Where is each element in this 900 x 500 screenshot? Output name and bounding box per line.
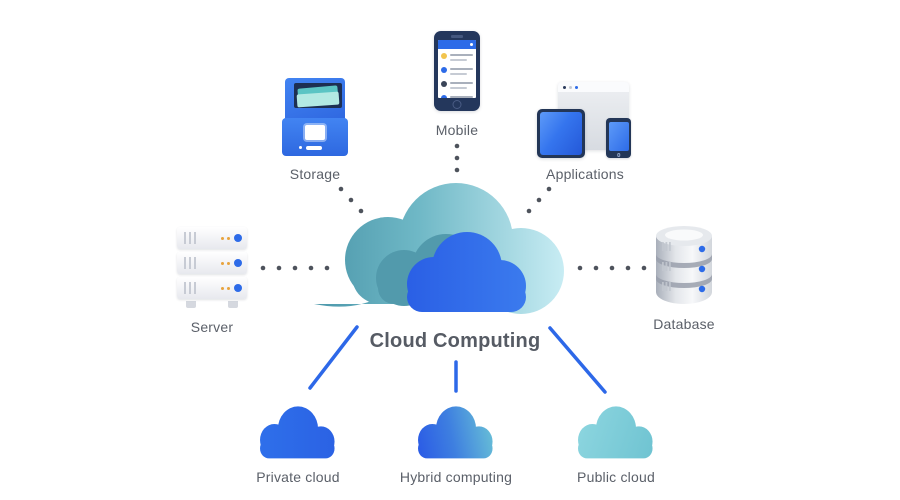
private-cloud-icon: [260, 406, 335, 459]
storage-drawer: [282, 118, 348, 156]
mobile-label: Mobile: [435, 122, 479, 138]
storage-label: Storage: [289, 166, 341, 182]
tablet-icon: [537, 109, 585, 158]
mobile-phone-icon: [434, 31, 480, 111]
node-database: Database: [639, 224, 729, 332]
node-mobile: Mobile: [411, 31, 503, 138]
node-hybrid-computing: Hybrid computing: [398, 404, 514, 485]
storage-opening: [294, 83, 342, 108]
solid-connectors: [308, 325, 607, 394]
private-cloud-label: Private cloud: [256, 469, 340, 485]
dotted-connectors: [260, 143, 647, 271]
public-cloud-label: Public cloud: [577, 469, 655, 485]
phone-screen: [438, 40, 476, 98]
smartphone-icon: [606, 118, 631, 158]
public-cloud-icon: [578, 406, 653, 459]
central-cloud-icon: [314, 183, 564, 314]
server-icon: [176, 227, 248, 308]
database-label: Database: [653, 316, 715, 332]
node-applications: Applications: [535, 76, 635, 182]
home-button: [452, 99, 462, 109]
applications-label: Applications: [546, 166, 624, 182]
node-storage: Storage: [270, 78, 360, 182]
node-private-cloud: Private cloud: [253, 404, 343, 485]
storage-icon: [282, 78, 348, 156]
node-public-cloud: Public cloud: [571, 404, 661, 485]
database-icon: [656, 226, 712, 304]
hybrid-cloud-icon: [418, 406, 493, 459]
node-server: Server: [167, 227, 257, 335]
hybrid-computing-label: Hybrid computing: [399, 469, 513, 485]
applications-icon: [537, 76, 633, 158]
diagram-title: Cloud Computing: [369, 330, 541, 352]
server-label: Server: [190, 319, 234, 335]
